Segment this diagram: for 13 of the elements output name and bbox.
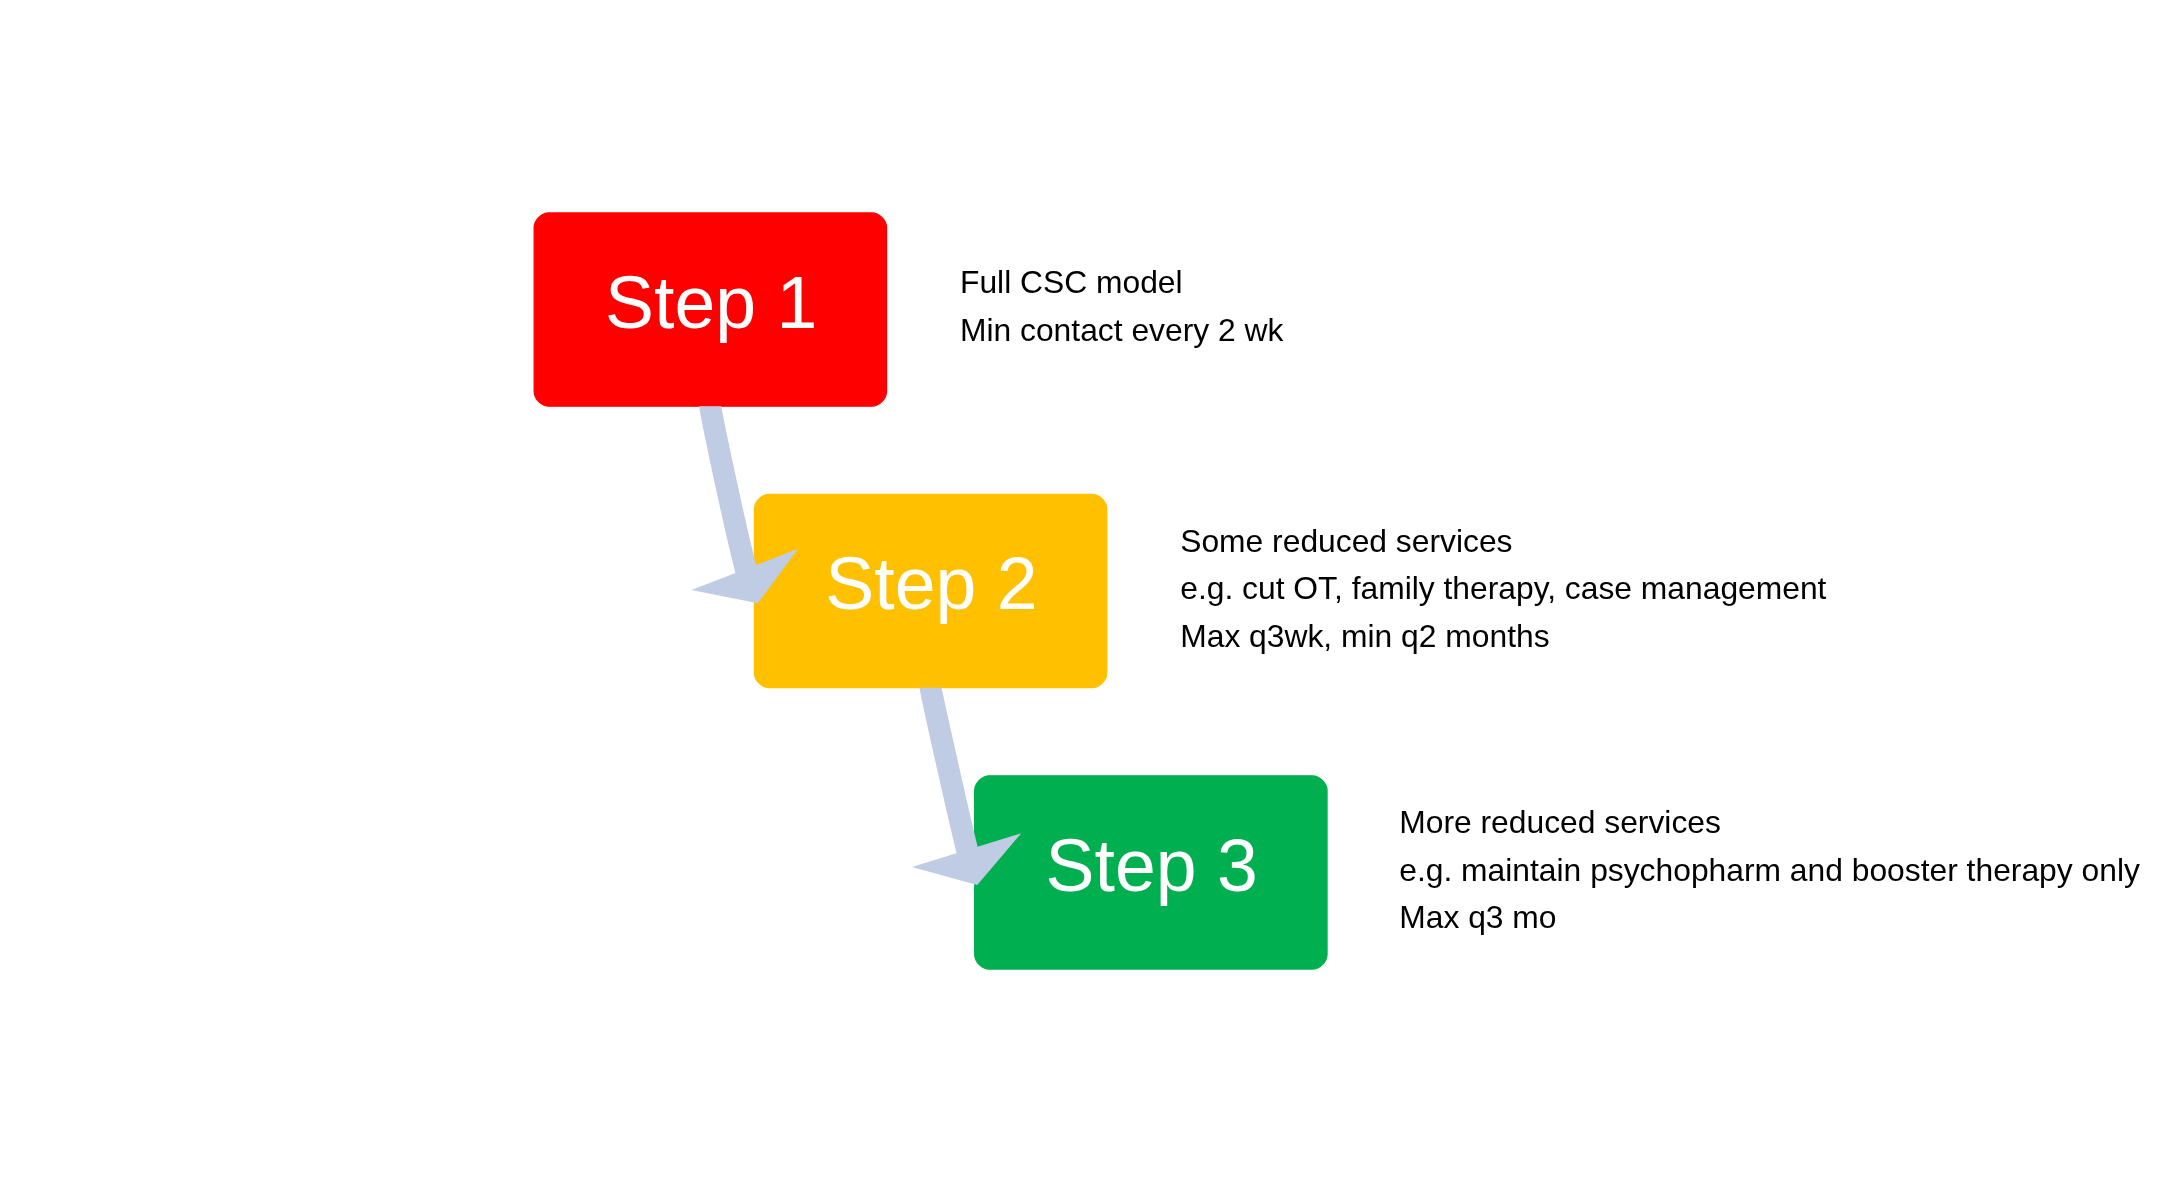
node-label: Max q3 mo: [1399, 899, 1557, 936]
node-label: Min contact every 2 wk: [959, 312, 1284, 349]
node-label: e.g. cut OT, family therapy, case management: [1180, 570, 1827, 607]
node-box: Step 2: [753, 493, 1108, 689]
arrow: [691, 404, 799, 604]
arrow: [911, 685, 1022, 885]
node-label: Some reduced services: [1180, 522, 1513, 559]
node-box: Step 1: [533, 212, 888, 407]
node-label: e.g. maintain psychopharm and booster therapy only: [1399, 851, 2140, 888]
node-label: Full CSC model: [959, 264, 1183, 301]
node-label: Max q3wk, min q2 months: [1180, 618, 1550, 655]
node-label: More reduced services: [1399, 804, 1721, 841]
node-box: Step 3: [974, 775, 1328, 970]
